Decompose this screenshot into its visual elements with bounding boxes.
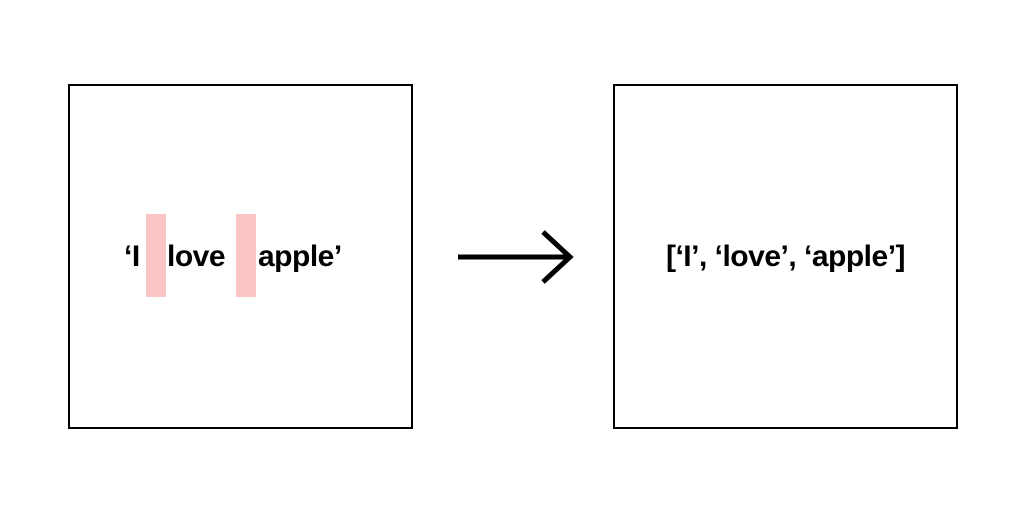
input-token: apple’ [258,240,342,273]
input-token: ‘I [124,240,140,273]
input-box [68,84,413,429]
space-delimiter-highlight [236,214,256,297]
output-box [613,84,958,429]
output-token-list: [‘I’, ‘love’, ‘apple’] [665,240,906,273]
space-delimiter-highlight [146,214,166,297]
right-arrow-icon [458,230,574,284]
input-token: love [167,240,226,273]
